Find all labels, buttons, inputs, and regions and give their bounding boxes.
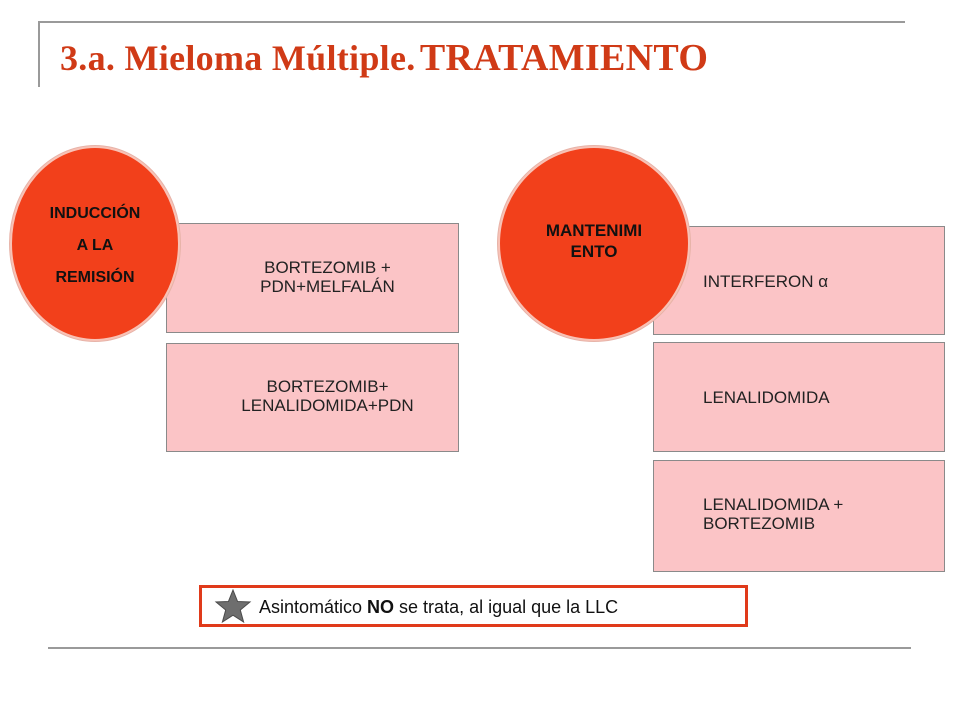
induction-circle-line-3: REMISIÓN [55, 269, 135, 286]
maintenance-box-2: LENALIDOMIDA [653, 342, 945, 452]
top-rule [38, 21, 905, 23]
induction-circle-line-2: A LA [76, 237, 114, 254]
induction-circle: INDUCCIÓN A LA REMISIÓN [10, 146, 180, 341]
maintenance-circle-line-2: ENTO [570, 242, 618, 261]
note-text-before: Asintomático [259, 597, 368, 617]
left-accent-line [38, 21, 40, 87]
induction-box-2-label: BORTEZOMIB+ LENALIDOMIDA+PDN [241, 377, 414, 415]
title-part-1: 3.a. Mieloma Múltiple. [60, 38, 416, 78]
maintenance-box-3-label: LENALIDOMIDA + BORTEZOMIB [703, 495, 844, 533]
induction-box-1: BORTEZOMIB + PDN+MELFALÁN [166, 223, 459, 333]
maintenance-box-2-label: LENALIDOMIDA [703, 388, 830, 407]
page-title: 3.a. Mieloma Múltiple. TRATAMIENTO [60, 36, 708, 80]
note-text: Asintomático NO se trata, al igual que l… [259, 597, 618, 618]
maintenance-box-1-label: INTERFERON α [703, 272, 829, 291]
star-icon [214, 589, 252, 623]
bottom-rule [48, 647, 911, 649]
induction-circle-line-1: INDUCCIÓN [49, 205, 141, 222]
induction-box-2: BORTEZOMIB+ LENALIDOMIDA+PDN [166, 343, 459, 452]
title-part-2: TRATAMIENTO [419, 37, 709, 79]
induction-box-1-label: BORTEZOMIB + PDN+MELFALÁN [260, 258, 395, 296]
maintenance-box-1: INTERFERON α [653, 226, 945, 335]
note-text-bold: NO [367, 597, 395, 617]
asymptomatic-note: Asintomático NO se trata, al igual que l… [199, 585, 748, 627]
note-text-after: se trata, al igual que la LLC [394, 597, 619, 617]
maintenance-circle-line-1: MANTENIMI [545, 221, 643, 240]
maintenance-circle: MANTENIMI ENTO [498, 146, 690, 341]
maintenance-box-3: LENALIDOMIDA + BORTEZOMIB [653, 460, 945, 572]
